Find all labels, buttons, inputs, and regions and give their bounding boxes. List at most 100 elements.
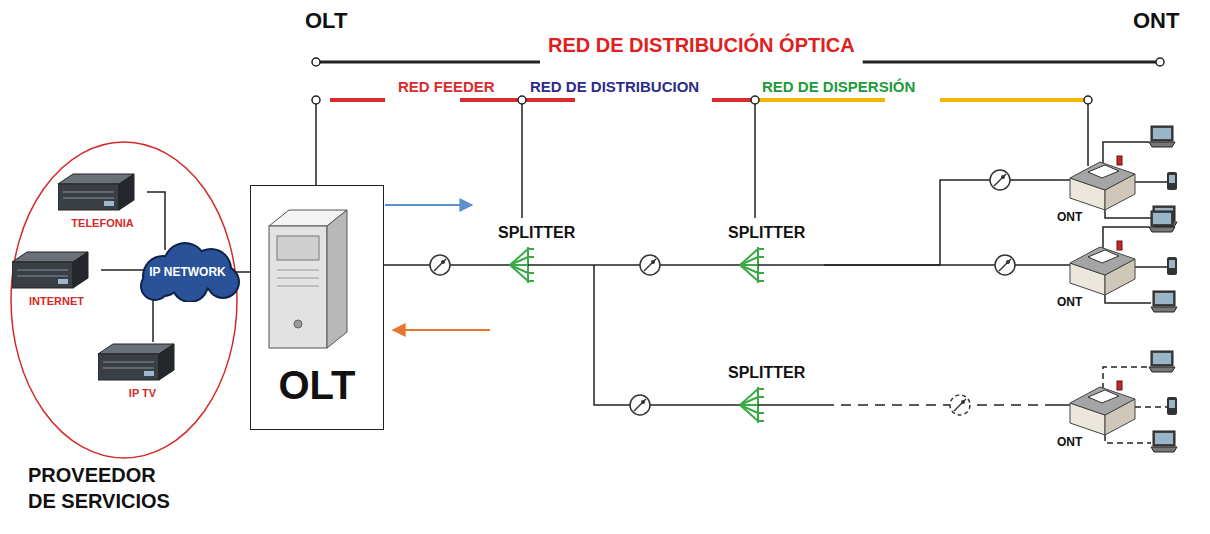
- splitter-box-shape: [498, 243, 594, 288]
- fiber-link: [152, 296, 154, 342]
- end-dots-part: [751, 96, 759, 104]
- ip-network-cloud-shape-part: [140, 242, 240, 302]
- server-box-shape-part: [98, 354, 159, 380]
- splitter-box: SPLITTER: [728, 363, 824, 428]
- ip-network-cloud: IP NETWORK: [135, 242, 240, 302]
- splitter-box-shape-part-part: [740, 389, 758, 405]
- end-dots-part: [1084, 96, 1092, 104]
- node-label: IP TV: [98, 386, 187, 400]
- leader-line: [521, 104, 523, 218]
- splitter-box-shape-part: [758, 264, 824, 266]
- fiber-connector: [630, 395, 650, 415]
- server-box-shape-part: [63, 198, 114, 199]
- splitter-box-shape-part-part: [758, 420, 764, 422]
- ont-house-shape-part: [1055, 179, 1071, 181]
- olt-box-shape-part: [269, 226, 327, 348]
- end-dots-part: [312, 96, 320, 104]
- ont-house-shape-part: [1088, 165, 1119, 178]
- server-box-shape-part: [144, 371, 154, 376]
- server-box-shape-part: [103, 362, 154, 363]
- server-box-shape: [58, 172, 136, 212]
- fiber-link: [101, 269, 145, 271]
- server-box: TELEFONIA: [58, 172, 147, 230]
- connector-layer-part: [101, 180, 1055, 405]
- splitter-box-shape-part-part: [758, 280, 764, 282]
- splitter-box-shape: [728, 243, 824, 288]
- splitter-box-shape-part-part: [758, 272, 764, 274]
- network-part-label: RED DE DISPERSIÓN: [762, 78, 915, 95]
- section-label: OLT: [305, 8, 347, 33]
- ont-house-shape: [1055, 233, 1145, 295]
- section-label: ONT: [1133, 8, 1179, 33]
- fiber-connector: [995, 255, 1015, 275]
- splitter-box-shape-part-part: [758, 388, 764, 390]
- splitter-box-shape-part: [528, 264, 594, 266]
- node-label: ONT: [1057, 210, 1152, 225]
- node-label: INTERNET: [12, 294, 101, 308]
- fiber-link: [824, 404, 1055, 406]
- server-box-shape-part: [12, 262, 73, 288]
- server-box-shape-part: [58, 279, 68, 284]
- server-box-shape-part: [103, 368, 154, 369]
- server-box: IP TV: [98, 342, 187, 400]
- splitter-box-shape-part-part: [510, 249, 528, 265]
- ont-house-shape-part: [1070, 387, 1135, 415]
- leader-line: [1087, 104, 1089, 166]
- end-dots-part: [1156, 58, 1164, 66]
- fiber-connector: [430, 255, 450, 275]
- server-box-shape-part: [17, 270, 68, 271]
- network-part-label: RED DE DISTRIBUCION: [530, 78, 699, 95]
- splitter-box-shape-part-part: [510, 257, 528, 265]
- server-box-shape: [12, 250, 90, 290]
- splitter-box-shape-part-part: [740, 397, 758, 405]
- server-box-shape-part: [17, 276, 68, 277]
- network-part-label: RED FEEDER: [398, 78, 495, 95]
- dispersion-segment: [759, 98, 885, 102]
- downstream-arrow: [385, 204, 472, 206]
- splitter-box-shape: [728, 383, 824, 428]
- region-heading: PROVEEDOR DE SERVICIOS: [28, 462, 178, 514]
- fiber-connector: [950, 395, 970, 415]
- olt-box-shape-part: [277, 236, 319, 260]
- splitter-box-shape-part-part: [740, 265, 758, 281]
- provider-region-shape-part: [11, 142, 237, 458]
- server-box: INTERNET: [12, 250, 101, 308]
- leader-line: [315, 104, 317, 185]
- server-box-shape: [98, 342, 176, 382]
- server-box-shape-part: [73, 252, 88, 288]
- ont-house: ONT: [1055, 373, 1152, 453]
- fiber-link: [147, 192, 165, 250]
- ont-house-shape: [1055, 148, 1145, 210]
- splitter-box-shape-part: [728, 264, 740, 266]
- splitter-box: SPLITTER: [498, 223, 594, 288]
- ont-house-shape-part: [1117, 241, 1122, 250]
- network-part-label: RED DE DISTRIBUCIÓN ÓPTICA: [548, 34, 855, 57]
- splitter-box-shape-part: [728, 404, 740, 406]
- node-label: OLT: [251, 362, 383, 408]
- splitter-box-shape-part-part: [528, 256, 534, 258]
- end-dots: [312, 58, 1164, 104]
- fiber-link: [236, 271, 250, 273]
- node-label: ONT: [1057, 435, 1152, 450]
- end-dots-part: [518, 96, 526, 104]
- node-label: IP NETWORK: [149, 265, 225, 280]
- node-label: TELEFONIA: [58, 216, 147, 230]
- fiber-link: [824, 264, 1055, 266]
- leader-line: [754, 104, 756, 218]
- ont-house-shape-part: [1055, 404, 1071, 406]
- ont-house-shape-part: [1070, 162, 1135, 190]
- end-dots-part: [312, 58, 320, 66]
- node-label: SPLITTER: [728, 363, 824, 383]
- server-box-shape-part: [159, 344, 174, 380]
- splitter-box-shape-part-part: [758, 256, 764, 258]
- odn-line: [863, 61, 1160, 64]
- olt-box-shape-part: [277, 278, 319, 279]
- olt-box-shape-part: [294, 320, 302, 328]
- fiber-link: [594, 264, 728, 266]
- ont-house-shape-part: [1055, 264, 1071, 266]
- fiber-connector: [640, 255, 660, 275]
- node-label: SPLITTER: [728, 223, 824, 243]
- ont-house-shape-part: [1117, 156, 1122, 165]
- olt-box: OLT: [250, 185, 384, 430]
